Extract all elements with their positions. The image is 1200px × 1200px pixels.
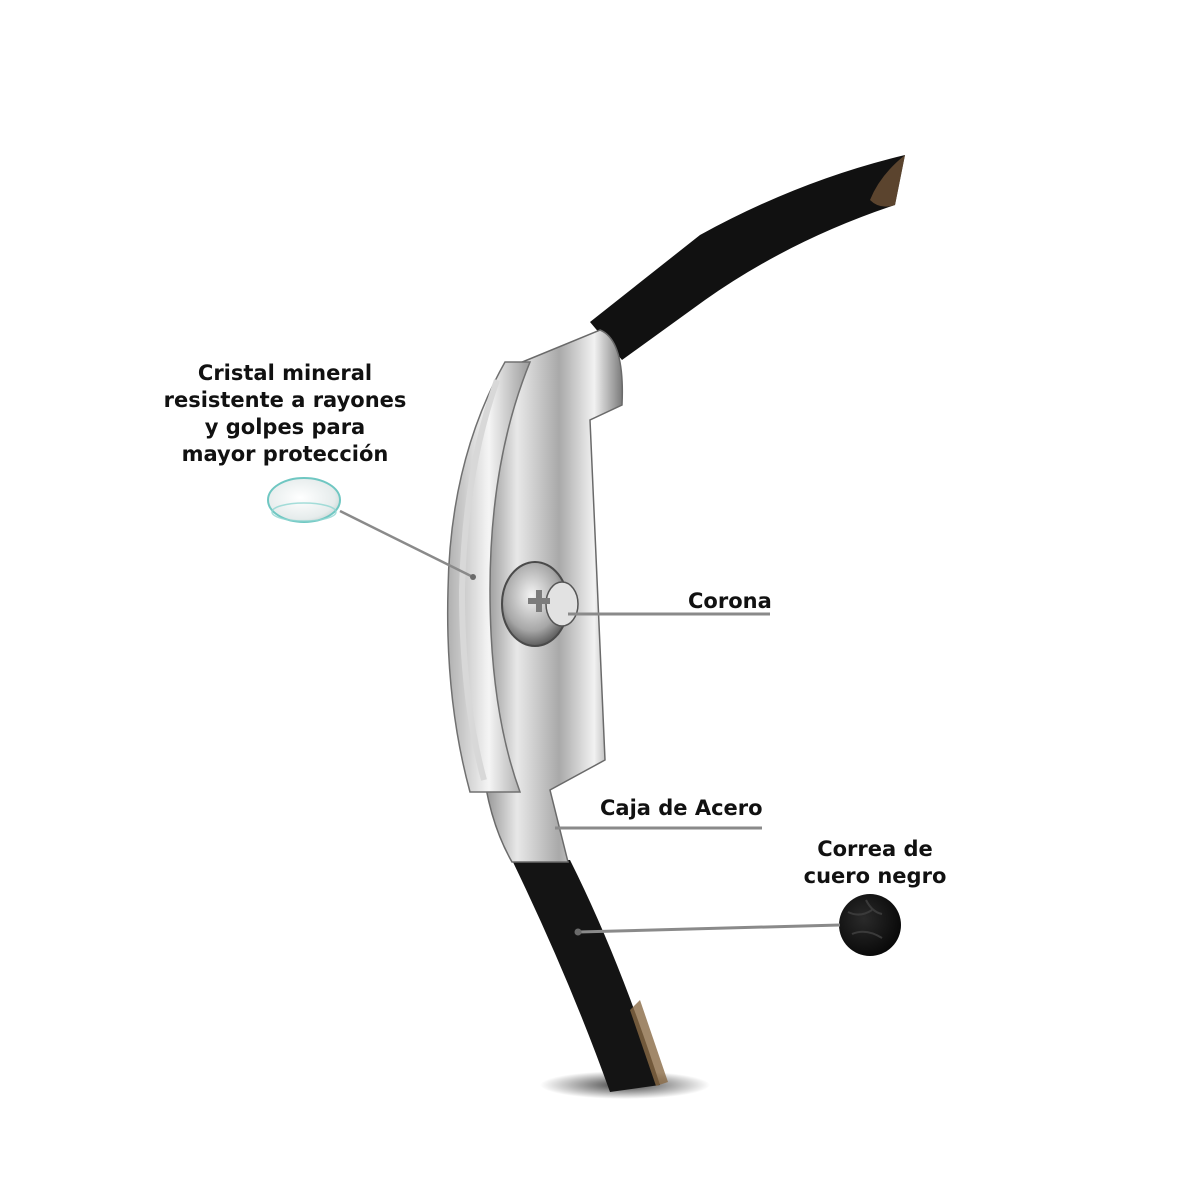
case-callout-label: Caja de Acero	[600, 796, 763, 820]
strap-callout-label: Correa de cuero negro	[790, 836, 960, 890]
upper-strap-edge	[870, 155, 905, 207]
leather-swatch-icon	[839, 894, 901, 956]
strap-label-line: Correa de	[817, 837, 933, 861]
lower-strap	[512, 860, 660, 1092]
upper-strap	[590, 155, 905, 360]
lower-strap-edge	[630, 1000, 668, 1086]
crown	[501, 561, 579, 647]
crystal-edge	[458, 378, 500, 781]
crown-callout-label: Corona	[688, 589, 772, 613]
crystal-label-line: mayor protección	[181, 442, 389, 466]
crystal-leader-line	[339, 509, 474, 579]
crystal-label-line: resistente a rayones	[163, 388, 407, 412]
strap-label-line: cuero negro	[803, 864, 947, 888]
crystal-label-line: y golpes para	[204, 415, 366, 439]
crystal-label-line: Cristal mineral	[197, 361, 373, 385]
strap-leader-line	[577, 923, 841, 934]
crystal-lens-icon	[267, 477, 341, 523]
crystal-callout-label: Cristal mineral resistente a rayones y g…	[150, 360, 420, 468]
